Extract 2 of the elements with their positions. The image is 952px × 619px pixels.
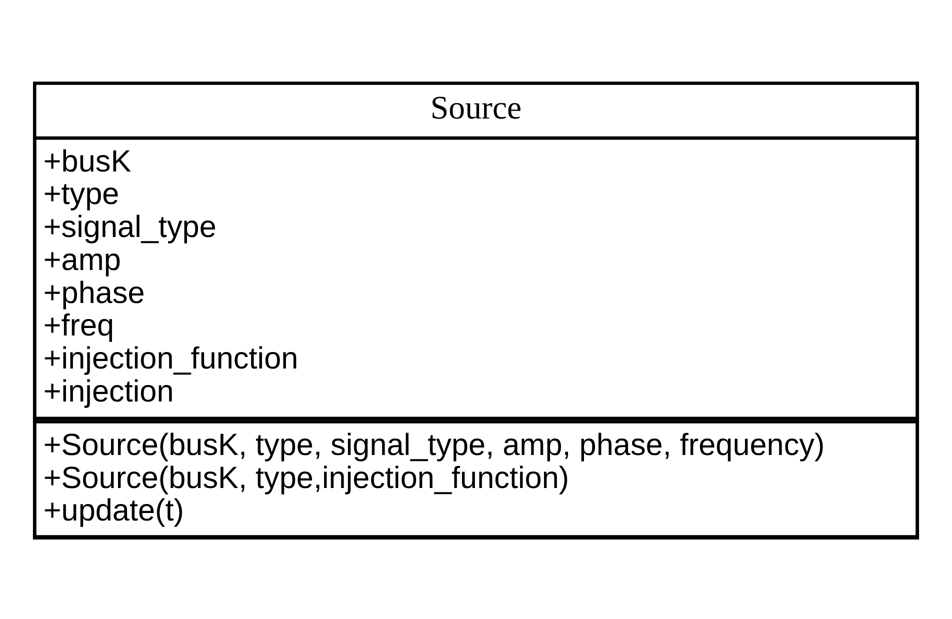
node-box: +busK +type +signal_type +amp +phase +freq +injection_function +injection <box>32 136 920 420</box>
node-box: +Source(busK, type, signal_type, amp, phase, frequency) +Source(busK, type,injection_function) +update(t) <box>32 420 920 539</box>
